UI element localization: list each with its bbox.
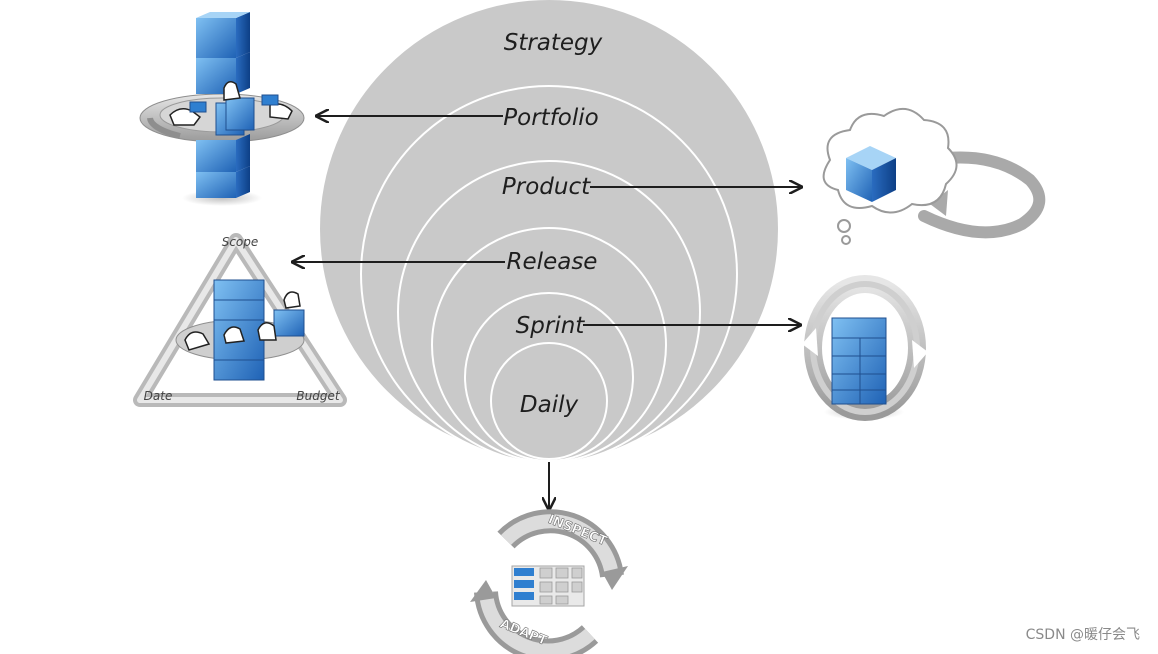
release-triangle-icon: Scope Date Budget <box>133 233 347 407</box>
portfolio-label: Portfolio <box>503 105 598 131</box>
budget-label: Budget <box>296 389 340 403</box>
strategy-label: Strategy <box>504 30 603 56</box>
date-label: Date <box>144 389 173 403</box>
product-vision-icon <box>822 108 1046 245</box>
arrows <box>294 116 800 508</box>
onion-circles <box>318 0 780 464</box>
release-label: Release <box>507 249 598 275</box>
csdn-watermark: CSDN @暖仔会飞 <box>1025 627 1140 643</box>
sprint-cycle-icon <box>802 275 928 421</box>
daily-circle <box>490 342 608 460</box>
inspect-adapt-icon: INSPECT ADAPT <box>470 509 628 654</box>
product-label: Product <box>502 174 591 200</box>
portfolio-icon <box>139 12 305 206</box>
daily-label: Daily <box>520 392 579 418</box>
sprint-label: Sprint <box>516 313 586 339</box>
scope-label: Scope <box>222 235 259 249</box>
